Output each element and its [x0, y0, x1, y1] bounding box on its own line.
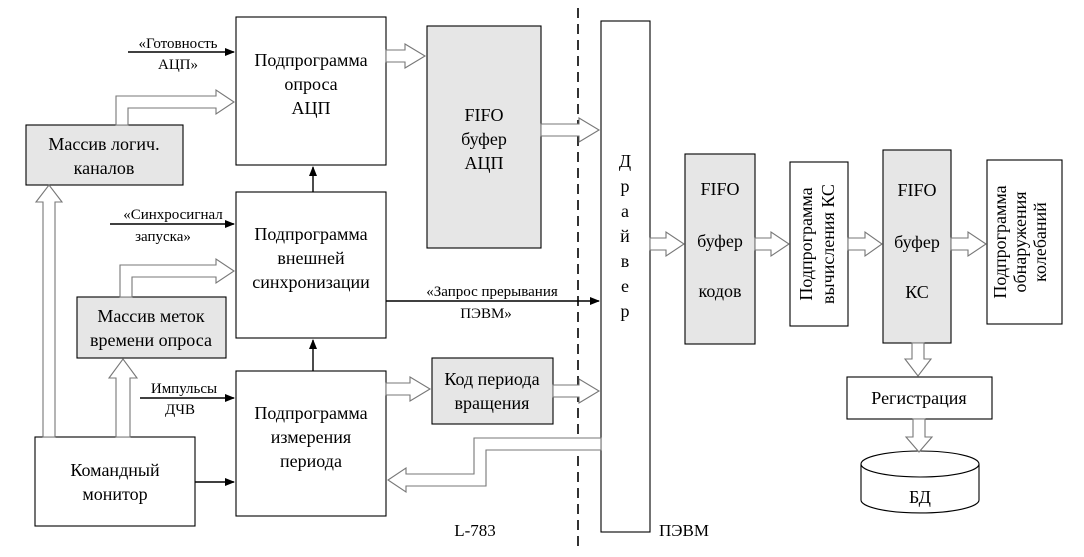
driver-letter-2: р [621, 176, 630, 196]
hollow-arrow-rotation-code-to-driver [552, 378, 601, 404]
ks-calc-line-1: Подпрограмма [796, 187, 816, 300]
signal-dchv-line-2: ДЧВ [165, 402, 195, 418]
driver-letter-4: й [620, 226, 630, 246]
driver-block: Д р а й в е р [600, 20, 651, 533]
adc-poll-subroutine-block: Подпрограмма опроса АЦП [235, 16, 387, 166]
hollow-arrow-fifo-to-driver [540, 117, 601, 143]
driver-letter-3: а [621, 201, 629, 221]
rotation-code-line-1: Код периода [444, 369, 539, 389]
hollow-arrow-monitor-to-channels [34, 184, 64, 438]
fifo-ks-buffer-block: FIFO буфер КС [882, 149, 952, 344]
fifo-ks-line-2: буфер [894, 232, 940, 252]
fifo-adc-line-3: АЦП [465, 153, 504, 173]
period-measure-line-1: Подпрограмма [254, 403, 367, 423]
hollow-arrow-fifo-ks-to-registration [903, 342, 933, 377]
period-measure-line-2: измерения [271, 427, 351, 447]
fifo-codes-line-3: кодов [699, 281, 742, 301]
hollow-arrow-timemarks-to-ext-sync [119, 257, 235, 298]
hollow-arrow-fifo-ks-to-oscillation [950, 230, 987, 258]
signal-interrupt-line-2: ПЭВМ» [460, 306, 512, 322]
hollow-arrow-driver-to-fifo-codes [649, 230, 685, 258]
rotation-code-line-2: вращения [455, 393, 530, 413]
database-label: БД [909, 487, 931, 507]
fifo-adc-line-2: буфер [461, 129, 507, 149]
hollow-arrow-period-to-rotation-code [385, 376, 432, 402]
driver-letter-1: Д [619, 151, 631, 171]
oscillation-detect-line-1: Подпрограмма [990, 185, 1010, 298]
driver-letter-5: в [621, 251, 630, 271]
adc-poll-line-2: опроса [284, 74, 337, 94]
signal-sync-line-2: запуска» [135, 229, 191, 245]
ks-calc-subroutine-block: Подпрограмма вычисления КС [789, 161, 849, 327]
signal-dchv-line-1: Импульсы [151, 381, 217, 397]
hollow-arrow-adc-poll-to-fifo [385, 43, 427, 69]
fifo-codes-line-2: буфер [697, 231, 743, 251]
logic-channels-line-2: каналов [74, 158, 135, 178]
command-monitor-block: Командный монитор [34, 436, 196, 527]
ext-sync-line-2: внешней [277, 248, 345, 268]
zone-label-l783: L-783 [454, 521, 496, 540]
fifo-adc-line-1: FIFO [464, 105, 503, 125]
ext-sync-subroutine-block: Подпрограмма внешней синхронизации [235, 191, 387, 339]
command-monitor-line-1: Командный [70, 460, 160, 480]
time-marks-line-2: времени опроса [90, 330, 212, 350]
hollow-arrow-driver-to-period [387, 437, 602, 494]
registration-block: Регистрация [846, 376, 993, 420]
hollow-arrow-fifo-codes-to-ks-calc [754, 230, 790, 258]
fifo-codes-buffer-block: FIFO буфер кодов [684, 153, 756, 345]
oscillation-detect-subroutine-block: Подпрограмма обнаружения колебаний [986, 159, 1063, 325]
registration-label: Регистрация [871, 388, 966, 408]
signal-adc-ready-line-2: АЦП» [158, 57, 198, 73]
fifo-ks-line-1: FIFO [897, 180, 936, 200]
adc-poll-line-1: Подпрограмма [254, 50, 367, 70]
oscillation-detect-line-3: колебаний [1030, 202, 1050, 282]
ext-sync-line-1: Подпрограмма [254, 224, 367, 244]
oscillation-detect-line-2: обнаружения [1010, 191, 1030, 292]
rotation-period-code-block: Код периода вращения [431, 357, 554, 425]
hollow-arrow-registration-to-database [904, 418, 934, 453]
database-cylinder: БД [860, 450, 980, 514]
fifo-ks-line-3: КС [905, 282, 929, 302]
hollow-arrow-channels-to-adc-poll [115, 88, 235, 126]
logic-channels-line-1: Массив логич. [48, 134, 159, 154]
driver-letter-6: е [621, 276, 629, 296]
ext-sync-line-3: синхронизации [252, 272, 370, 292]
signal-adc-ready-line-1: «Готовность [138, 36, 217, 52]
period-measure-line-3: периода [280, 451, 342, 471]
signal-sync-line-1: «Синхросигнал [123, 207, 223, 223]
fifo-codes-line-1: FIFO [700, 179, 739, 199]
period-measure-subroutine-block: Подпрограмма измерения периода [235, 370, 387, 517]
time-marks-line-1: Массив меток [97, 306, 205, 326]
fifo-adc-buffer-block: FIFO буфер АЦП [426, 25, 542, 249]
hollow-arrow-monitor-to-timemarks [107, 358, 139, 438]
hollow-arrow-ks-calc-to-fifo-ks [847, 230, 883, 258]
ks-calc-line-2: вычисления КС [818, 184, 838, 304]
zone-label-pevm: ПЭВМ [659, 521, 709, 540]
adc-poll-line-3: АЦП [292, 98, 331, 118]
command-monitor-line-2: монитор [82, 484, 147, 504]
time-marks-array-block: Массив меток времени опроса [76, 296, 227, 359]
logic-channels-array-block: Массив логич. каналов [25, 124, 184, 186]
driver-letter-7: р [621, 301, 630, 321]
signal-interrupt-line-1: «Запрос прерывания [426, 284, 558, 300]
